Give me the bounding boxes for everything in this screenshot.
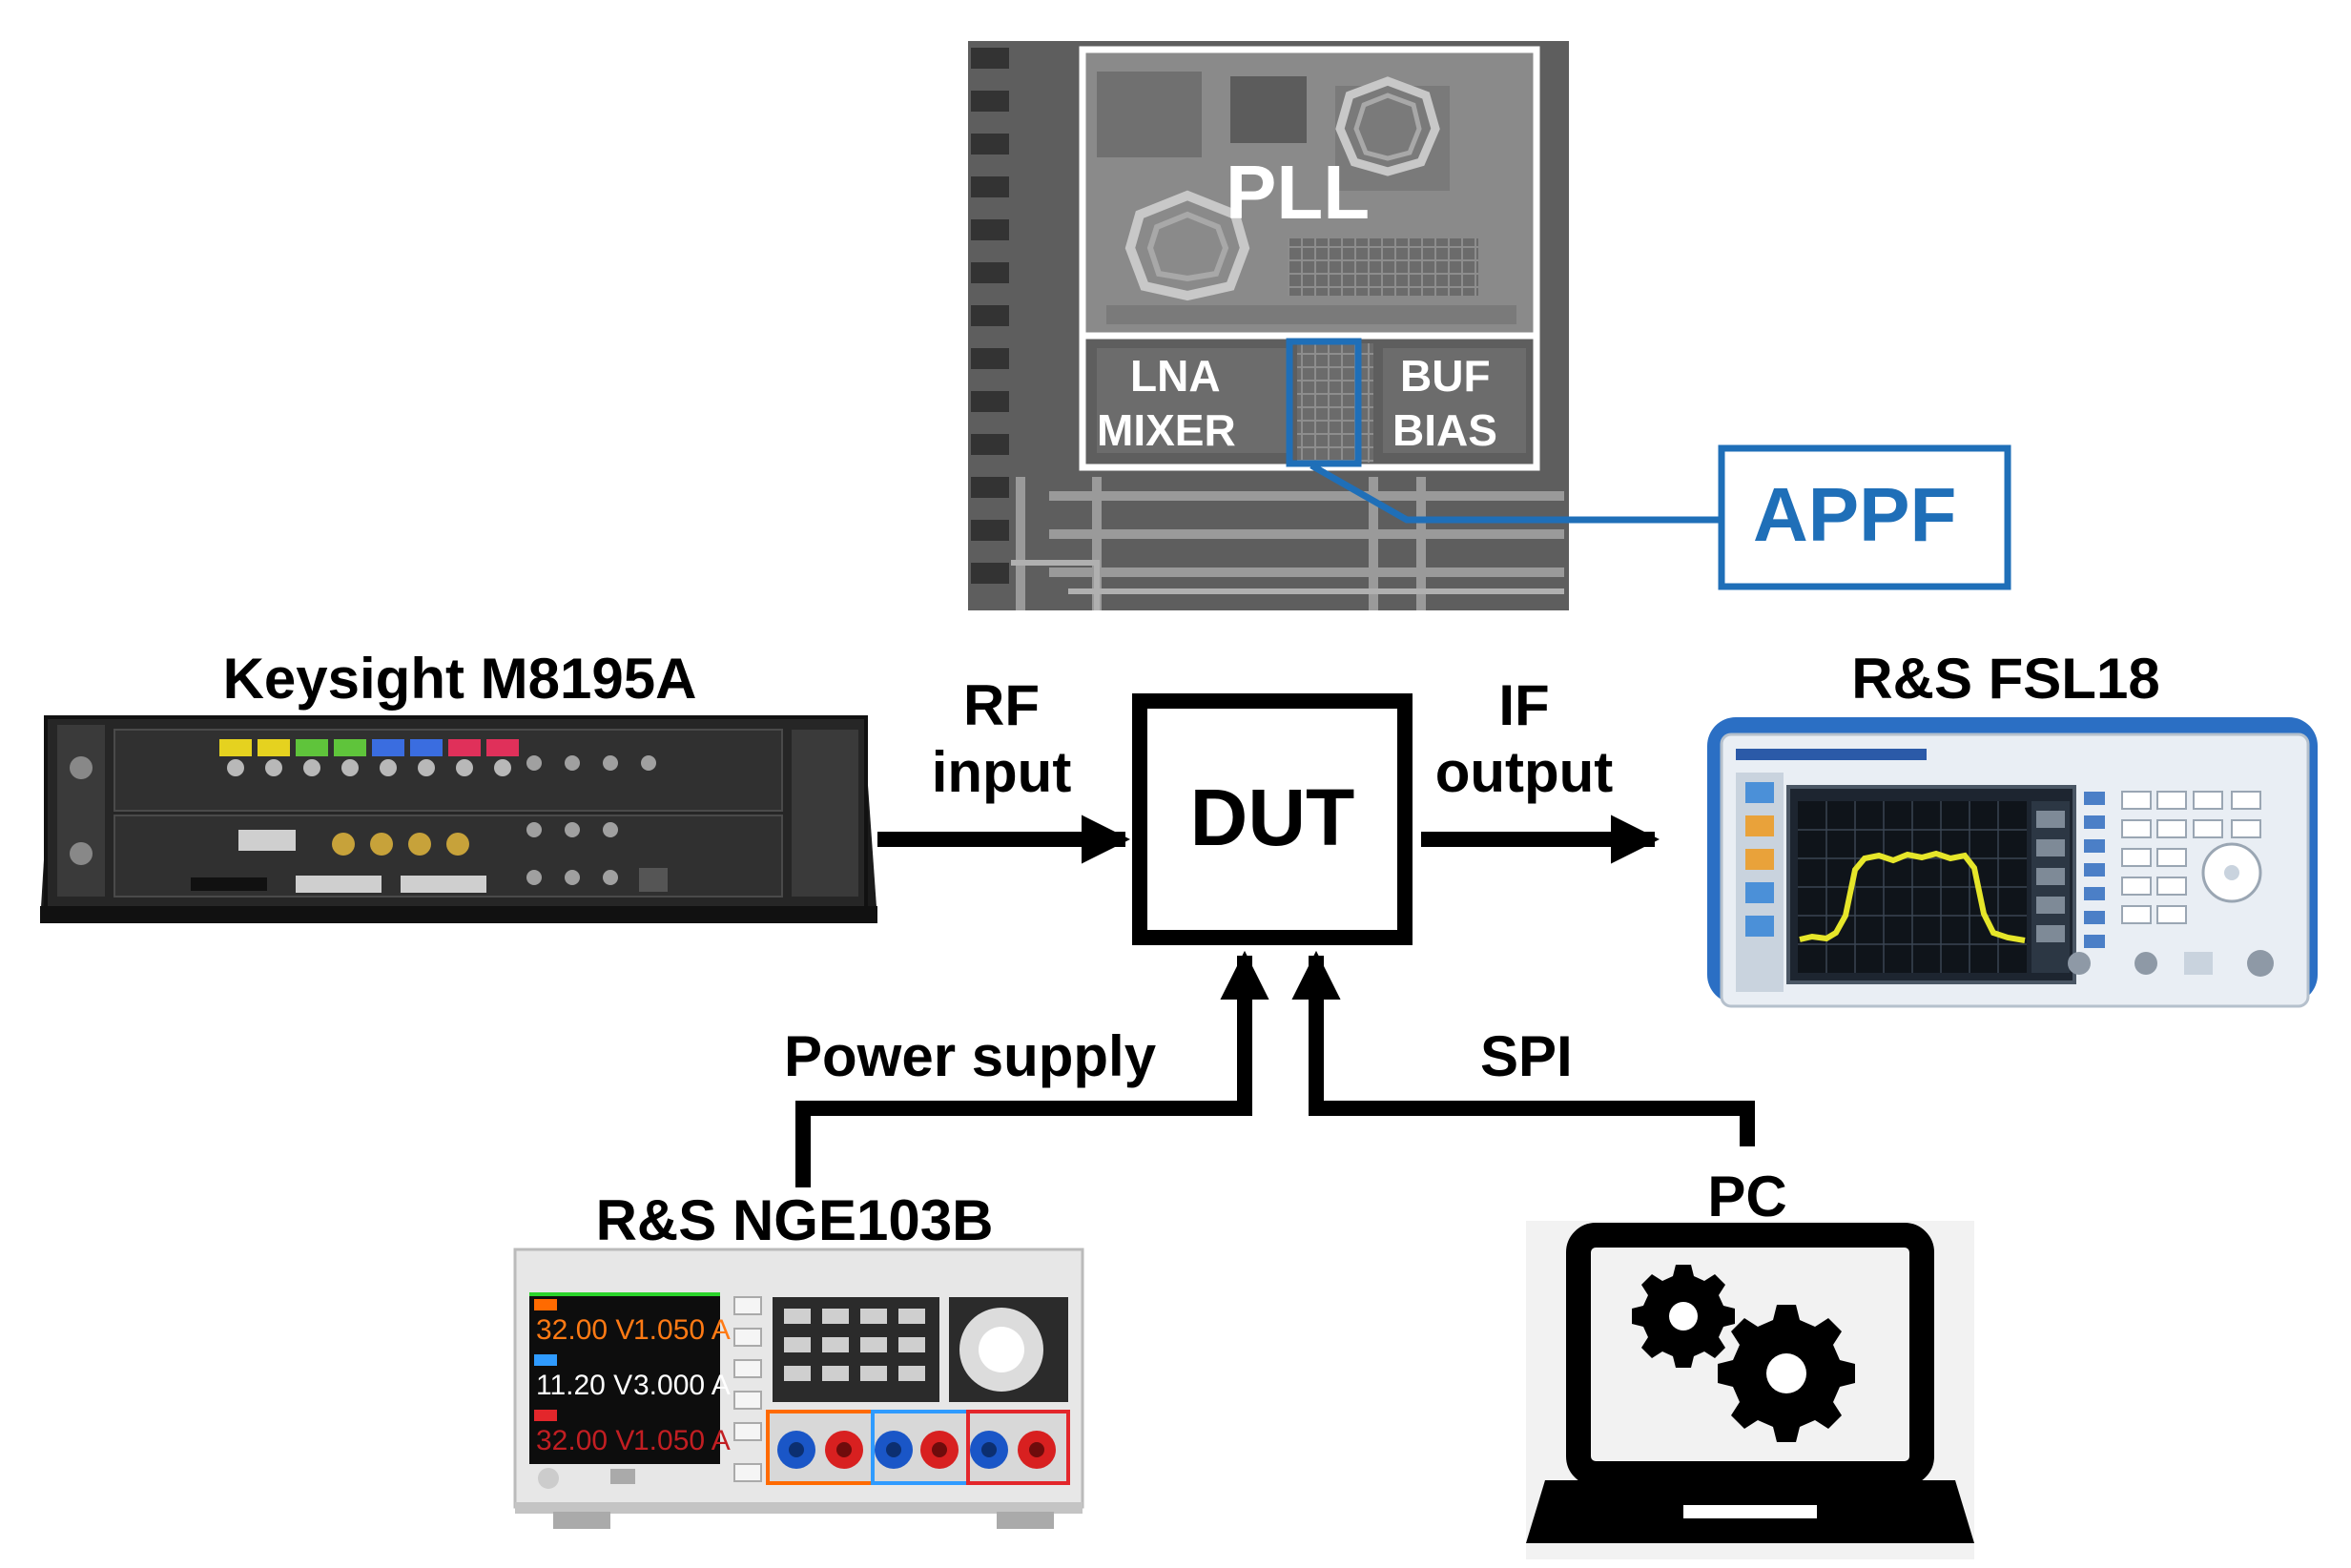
- appf-highlight: [1286, 338, 1362, 467]
- pc-laptop: [1526, 1221, 1974, 1559]
- psu-ch3-current: 1.050 A: [633, 1425, 731, 1456]
- dut-box: [1132, 693, 1413, 945]
- appf-box: [1718, 444, 2011, 590]
- lna-label: LNA: [1130, 351, 1221, 401]
- if-label: IF: [1498, 673, 1550, 737]
- appf-callout-line: [1310, 462, 1722, 524]
- spi-label: SPI: [1480, 1024, 1573, 1088]
- power-supply-label: Power supply: [784, 1024, 1157, 1088]
- bond-pads: [971, 48, 1009, 584]
- mixer-label: MIXER: [1097, 405, 1236, 455]
- pc-label: PC: [1707, 1165, 1787, 1228]
- spi-arrow: [1291, 950, 1755, 1146]
- output-label: output: [1434, 740, 1614, 804]
- bias-label: BIAS: [1392, 405, 1497, 455]
- gear-icon: [1718, 1305, 1855, 1442]
- chip-micrograph: [968, 41, 2011, 610]
- pll-label: PLL: [1226, 150, 1371, 235]
- psu-ch1-current: 1.050 A: [633, 1314, 731, 1346]
- keysight-label: Keysight M8195A: [222, 647, 697, 711]
- input-label: input: [931, 740, 1072, 804]
- dut-label: DUT: [1189, 773, 1355, 862]
- psu-ch2-current: 3.000 A: [633, 1370, 731, 1401]
- power-supply-arrow: [795, 950, 1269, 1187]
- rs-fsl18-analyzer: [1707, 717, 2318, 1008]
- spectrum-trace: [1799, 850, 2026, 943]
- keysight-m8195a-device: [40, 715, 877, 923]
- gear-icon: [1632, 1265, 1735, 1368]
- rs-nge103b-psu: [513, 1248, 1084, 1529]
- rf-label: RF: [963, 673, 1040, 737]
- psu-ch2-voltage: 11.20 V: [536, 1370, 633, 1401]
- appf-label: APPF: [1753, 472, 1957, 557]
- psu-ch1-voltage: 32.00 V: [536, 1314, 635, 1346]
- buf-label: BUF: [1400, 351, 1491, 401]
- nge103b-label: R&S NGE103B: [595, 1188, 994, 1252]
- psu-ch3-voltage: 32.00 V: [536, 1425, 635, 1456]
- fsl18-label: R&S FSL18: [1851, 647, 2160, 711]
